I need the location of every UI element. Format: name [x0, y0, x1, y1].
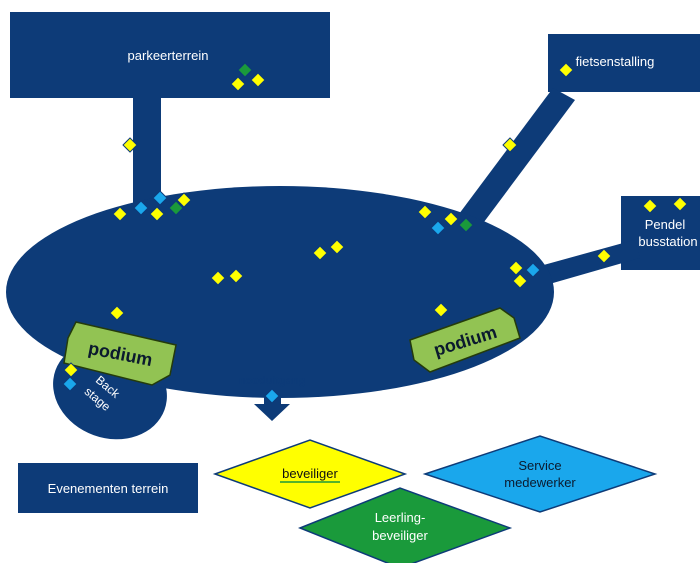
security-marker: [596, 248, 612, 264]
service-diamond: [422, 435, 658, 513]
bike-storage-label: fietsenstalling: [576, 54, 655, 69]
security-marker: [312, 245, 328, 261]
service-marker: [430, 220, 446, 236]
security-marker: [417, 204, 433, 220]
legend-student: Leerling- beveiliger: [297, 487, 513, 563]
shuttle-path: [540, 240, 640, 285]
student-label-line2: beveiliger: [372, 528, 428, 543]
emergency-exit: nooduitgang: [239, 375, 306, 421]
podium-right-shape: [409, 307, 521, 373]
service-label-line2: medewerker: [504, 475, 576, 490]
podium-right: podium: [409, 307, 521, 373]
bike-storage-area: fietsenstalling: [548, 34, 700, 92]
staff-markers: [62, 62, 688, 404]
security-marker: [149, 206, 165, 222]
event-grounds-box: Evenementen terrein: [18, 463, 198, 513]
service-label-line1: Service: [518, 458, 561, 473]
security-marker: [443, 211, 459, 227]
security-marker: [512, 273, 528, 289]
security-marker: [176, 192, 192, 208]
shuttle-label-line2: busstation: [638, 234, 697, 249]
student-diamond: [297, 487, 513, 563]
security-marker: [642, 198, 658, 214]
security-marker: [502, 137, 518, 153]
security-marker: [228, 268, 244, 284]
student-marker: [458, 217, 474, 233]
student-marker: [237, 62, 253, 78]
parking-area: parkeerterrein: [10, 12, 330, 98]
security-marker: [109, 305, 125, 321]
service-marker: [152, 190, 168, 206]
shuttle-label-line1: Pendel: [645, 217, 686, 232]
security-marker: [230, 76, 246, 92]
student-marker: [168, 200, 184, 216]
security-marker: [63, 362, 79, 378]
legend-service: Service medewerker: [422, 435, 658, 513]
security-marker: [329, 239, 345, 255]
security-marker: [558, 62, 574, 78]
security-label: beveiliger: [282, 466, 338, 481]
security-marker: [508, 260, 524, 276]
service-marker: [264, 388, 280, 404]
student-label-line1: Leerling-: [375, 510, 426, 525]
security-marker: [210, 270, 226, 286]
emergency-exit-arrow: [254, 392, 290, 421]
parking-block: [10, 12, 330, 98]
security-marker: [112, 206, 128, 222]
event-grounds-label: Evenementen terrein: [48, 481, 169, 496]
podium-left-shape: [63, 321, 177, 386]
bike-storage-block: [548, 34, 700, 92]
legend-security: beveiliger: [212, 439, 408, 509]
event-grounds-block: [18, 463, 198, 513]
security-marker: [122, 137, 138, 153]
emergency-exit-label: nooduitgang: [239, 375, 306, 387]
service-marker: [525, 262, 541, 278]
service-marker: [133, 200, 149, 216]
security-marker: [672, 196, 688, 212]
bike-path: [456, 88, 575, 230]
parking-path: [133, 96, 161, 211]
parking-label: parkeerterrein: [128, 48, 209, 63]
service-marker: [62, 376, 78, 392]
security-marker: [433, 302, 449, 318]
security-diamond: [212, 439, 408, 509]
security-marker: [250, 72, 266, 88]
podium-left: podium: [63, 321, 177, 386]
